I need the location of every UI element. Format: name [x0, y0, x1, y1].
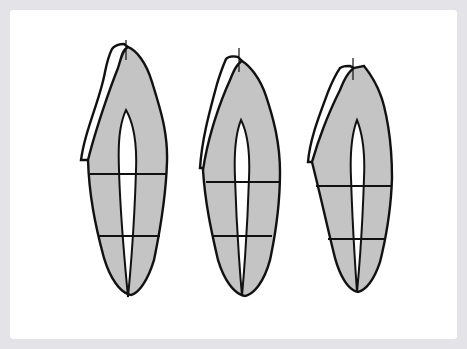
tooth-2: [200, 48, 280, 296]
tooth-3: [308, 58, 392, 292]
figure-panel: [10, 10, 457, 339]
tooth-sections-diagram: [10, 10, 457, 339]
tooth-1: [81, 40, 167, 297]
